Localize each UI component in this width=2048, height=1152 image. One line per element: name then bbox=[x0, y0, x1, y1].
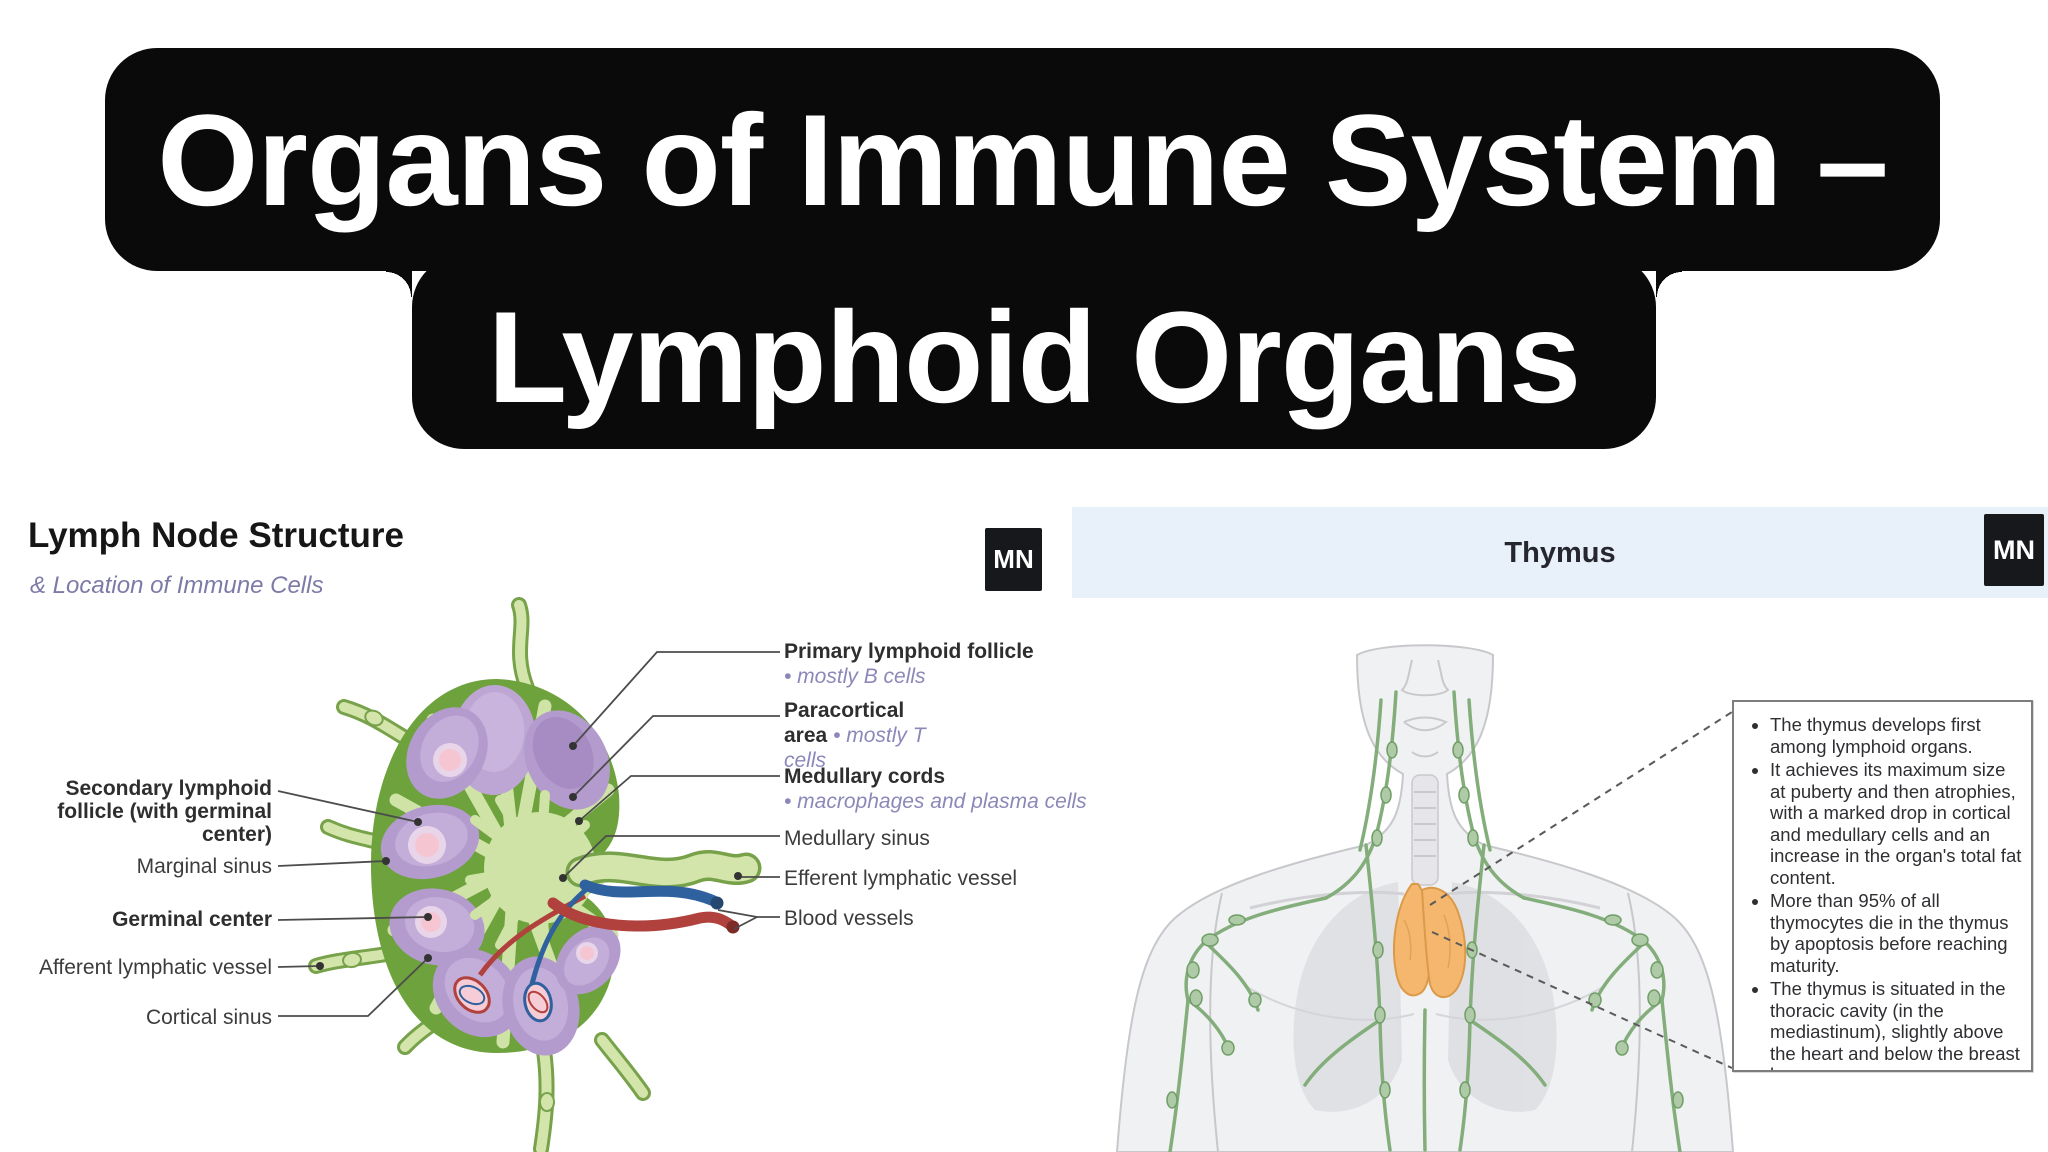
arm-lines bbox=[1209, 892, 1641, 1152]
lymph-node-body bbox=[370, 679, 621, 1056]
banner-fillet-right bbox=[1656, 271, 1682, 297]
leader-dots bbox=[316, 742, 742, 970]
mn-logo-text: MN bbox=[1993, 534, 2035, 565]
leader-lines bbox=[277, 651, 780, 1017]
banner-line1: Organs of Immune System – bbox=[157, 86, 1889, 233]
mn-logo-badge: MN bbox=[985, 528, 1042, 591]
dashed-callout-lines bbox=[1429, 711, 1733, 1069]
label-germinal-center: Germinal center bbox=[112, 908, 272, 931]
banner-line2: Lymphoid Organs bbox=[487, 284, 1581, 430]
mn-logo-text: MN bbox=[993, 544, 1034, 574]
lymph-panel-subtitle: & Location of Immune Cells bbox=[30, 572, 324, 599]
label-medullary-cords: Medullary cords • macrophages and plasma… bbox=[784, 765, 1087, 813]
efferent-vessel bbox=[565, 850, 762, 889]
label-cortical-sinus: Cortical sinus bbox=[145, 1006, 272, 1029]
title-banner-top: Organs of Immune System – bbox=[105, 48, 1940, 271]
thymus-panel-header bbox=[1072, 507, 2048, 598]
clavicle-lines bbox=[1249, 890, 1601, 910]
thymus-gland bbox=[1393, 883, 1467, 999]
thymus-note: More than 95% of all thymocytes die in t… bbox=[1770, 890, 2023, 976]
blood-vessels bbox=[547, 879, 740, 934]
trachea bbox=[1411, 774, 1439, 886]
label-paracortical-area: Paracortical area • mostly T cells bbox=[784, 699, 926, 772]
banner-fillet-left bbox=[386, 271, 412, 297]
thymus-note: The thymus is situated in the thoracic c… bbox=[1770, 978, 2023, 1070]
label-efferent-lymphatic-vessel: Efferent lymphatic vessel bbox=[784, 867, 1018, 890]
human-torso-illustration bbox=[1115, 644, 1735, 1152]
lymph-panel-title: Lymph Node Structure bbox=[28, 516, 404, 555]
thymus-note: It achieves its maximum size at puberty … bbox=[1770, 759, 2023, 888]
thymus-panel-title: Thymus bbox=[1504, 537, 1616, 569]
face-detail-lines bbox=[1400, 659, 1450, 758]
internal-blood-vessels bbox=[453, 886, 590, 1023]
thymus-note: The thymus develops first among lymphoid… bbox=[1770, 714, 2023, 757]
label-primary-lymphoid-follicle: Primary lymphoid follicle • mostly B cel… bbox=[784, 640, 1034, 688]
label-marginal-sinus: Marginal sinus bbox=[136, 855, 272, 878]
title-banner-bottom: Lymphoid Organs bbox=[412, 255, 1656, 449]
thymus-notes-list: The thymus develops first among lymphoid… bbox=[1746, 714, 2023, 1070]
label-medullary-sinus: Medullary sinus bbox=[784, 827, 930, 850]
label-secondary-lymphoid-follicle: Secondary lymphoid follicle (with germin… bbox=[57, 777, 272, 846]
label-blood-vessels: Blood vessels bbox=[784, 907, 914, 930]
thymus-notes-box: The thymus develops first among lymphoid… bbox=[1732, 700, 2033, 1072]
lymph-node-diagram bbox=[277, 597, 780, 1152]
mn-logo-badge: MN bbox=[1984, 514, 2044, 586]
lymph-nodes-beads bbox=[1166, 741, 1684, 1109]
label-afferent-lymphatic-vessel: Afferent lymphatic vessel bbox=[38, 956, 272, 979]
